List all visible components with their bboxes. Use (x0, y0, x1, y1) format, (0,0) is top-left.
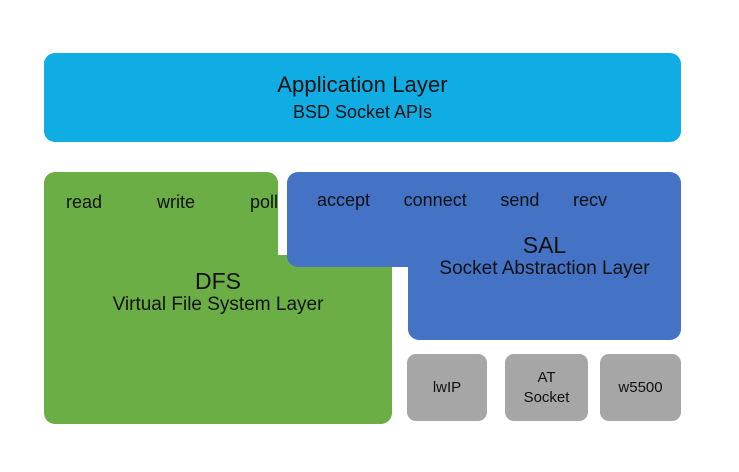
sal-description: Socket Abstraction Layer (439, 258, 650, 280)
dfs-lower-body-shape (44, 255, 392, 424)
driver-lwip-label-line1: lwIP (432, 378, 462, 396)
sal-api-list: accept connect send recv (317, 190, 607, 211)
driver-box-lwip: lwIP (407, 354, 487, 421)
dfs-name: DFS (195, 268, 241, 294)
sal-lower-body-shape (408, 242, 681, 340)
sal-api-accept: accept (317, 190, 371, 210)
driver-w5500-label-line1: w5500 (618, 378, 663, 396)
driver-box-at-socket: AT Socket (505, 354, 588, 421)
driver-at-socket-label-line2: Socket (523, 388, 570, 406)
sal-caption: SAL Socket Abstraction Layer (408, 232, 681, 281)
dfs-caption: DFS Virtual File System Layer (44, 268, 392, 317)
dfs-api-read: read (66, 192, 103, 212)
driver-at-socket-label-line1: AT (537, 369, 556, 386)
application-layer-title: Application Layer (277, 72, 448, 97)
sal-name: SAL (522, 232, 567, 258)
dfs-description: Virtual File System Layer (112, 294, 324, 316)
sal-layer-block: accept connect send recv SAL Socket Abst… (287, 172, 681, 340)
application-layer-subtitle: BSD Socket APIs (292, 102, 433, 123)
dfs-api-write: write (156, 192, 195, 212)
sal-api-send: send (500, 190, 540, 210)
dfs-api-poll: poll (249, 192, 278, 212)
driver-box-w5500: w5500 (600, 354, 681, 421)
dfs-api-list: read write poll (66, 192, 278, 213)
application-layer-block: Application Layer BSD Socket APIs (44, 53, 681, 142)
dfs-layer-block: read write poll DFS Virtual File System … (44, 172, 392, 424)
sal-api-connect: connect (403, 190, 467, 210)
sal-api-recv: recv (572, 190, 607, 210)
